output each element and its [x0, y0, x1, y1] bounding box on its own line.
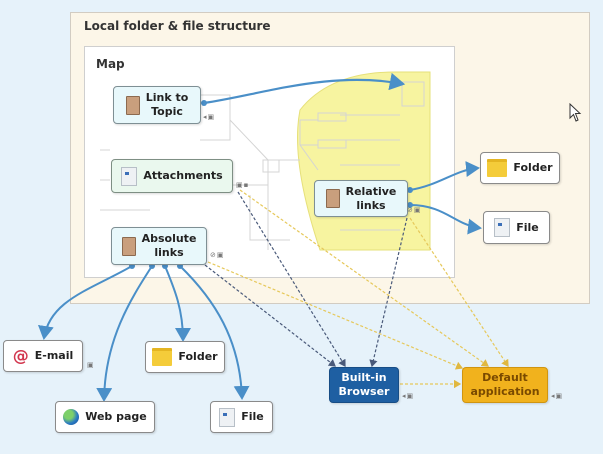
- node-label: E-mail: [34, 349, 74, 362]
- map-panel-title: Map: [96, 57, 125, 71]
- link-marker-icon: ⊘▣: [210, 251, 225, 259]
- relative-to-browser-connector: [369, 217, 408, 368]
- absolute-to-email-connector: [37, 265, 133, 340]
- mini-map-highlight: [297, 71, 431, 251]
- document-icon: [121, 236, 136, 256]
- absolute-to-default-app-connector: [207, 261, 464, 370]
- node-label: Folder: [513, 161, 553, 174]
- at-sign-icon: @: [12, 346, 29, 365]
- relative-to-folder-connector: [409, 161, 480, 191]
- file-icon: [494, 218, 511, 237]
- folder-icon: [152, 348, 173, 366]
- file-icon: [121, 166, 138, 186]
- mini-map-branches: [100, 81, 425, 250]
- relative-to-file-connector: [409, 204, 482, 235]
- node-label: Folder: [178, 350, 218, 363]
- node-web-page[interactable]: Web page: [55, 401, 155, 433]
- node-folder-local[interactable]: Folder: [480, 152, 560, 184]
- node-email[interactable]: @ E-mail: [3, 340, 83, 372]
- node-file-absolute[interactable]: File: [210, 401, 273, 433]
- note-marker-icon: ▣: [87, 361, 95, 369]
- node-label: Attachments: [143, 169, 223, 182]
- node-label: File: [241, 410, 264, 423]
- node-folder-absolute[interactable]: Folder: [145, 341, 225, 373]
- document-icon: [325, 189, 340, 208]
- node-label: File: [516, 220, 539, 234]
- node-file-local[interactable]: File: [483, 211, 550, 244]
- absolute-to-browser-connector: [204, 264, 336, 367]
- attachments-to-default-app-connector: [239, 189, 489, 367]
- node-attachments[interactable]: Attachments: [111, 159, 233, 193]
- link-marker-icon: ◂▣: [551, 392, 564, 400]
- globe-icon: [63, 409, 80, 425]
- link-marker-icon: ◂▣: [203, 113, 216, 121]
- outer-panel-title: Local folder & file structure: [84, 19, 271, 33]
- link-marker-icon: ◂▣: [402, 392, 415, 400]
- absolute-to-webpage-connector: [96, 265, 153, 402]
- document-icon: [125, 95, 140, 115]
- node-label: Web page: [85, 410, 147, 423]
- link-marker-icon: ⊘▣: [407, 206, 422, 214]
- absolute-to-file-connector: [179, 265, 250, 400]
- absolute-to-folder-connector: [164, 265, 191, 342]
- relative-to-default-app-connector: [409, 217, 509, 368]
- file-icon: [219, 407, 236, 427]
- mouse-cursor-icon: [569, 103, 582, 122]
- link-to-topic-connector: [203, 72, 406, 105]
- link-marker-icon: ▣▪: [236, 181, 250, 189]
- folder-icon: [487, 159, 508, 177]
- attachments-to-browser-connector: [237, 191, 346, 368]
